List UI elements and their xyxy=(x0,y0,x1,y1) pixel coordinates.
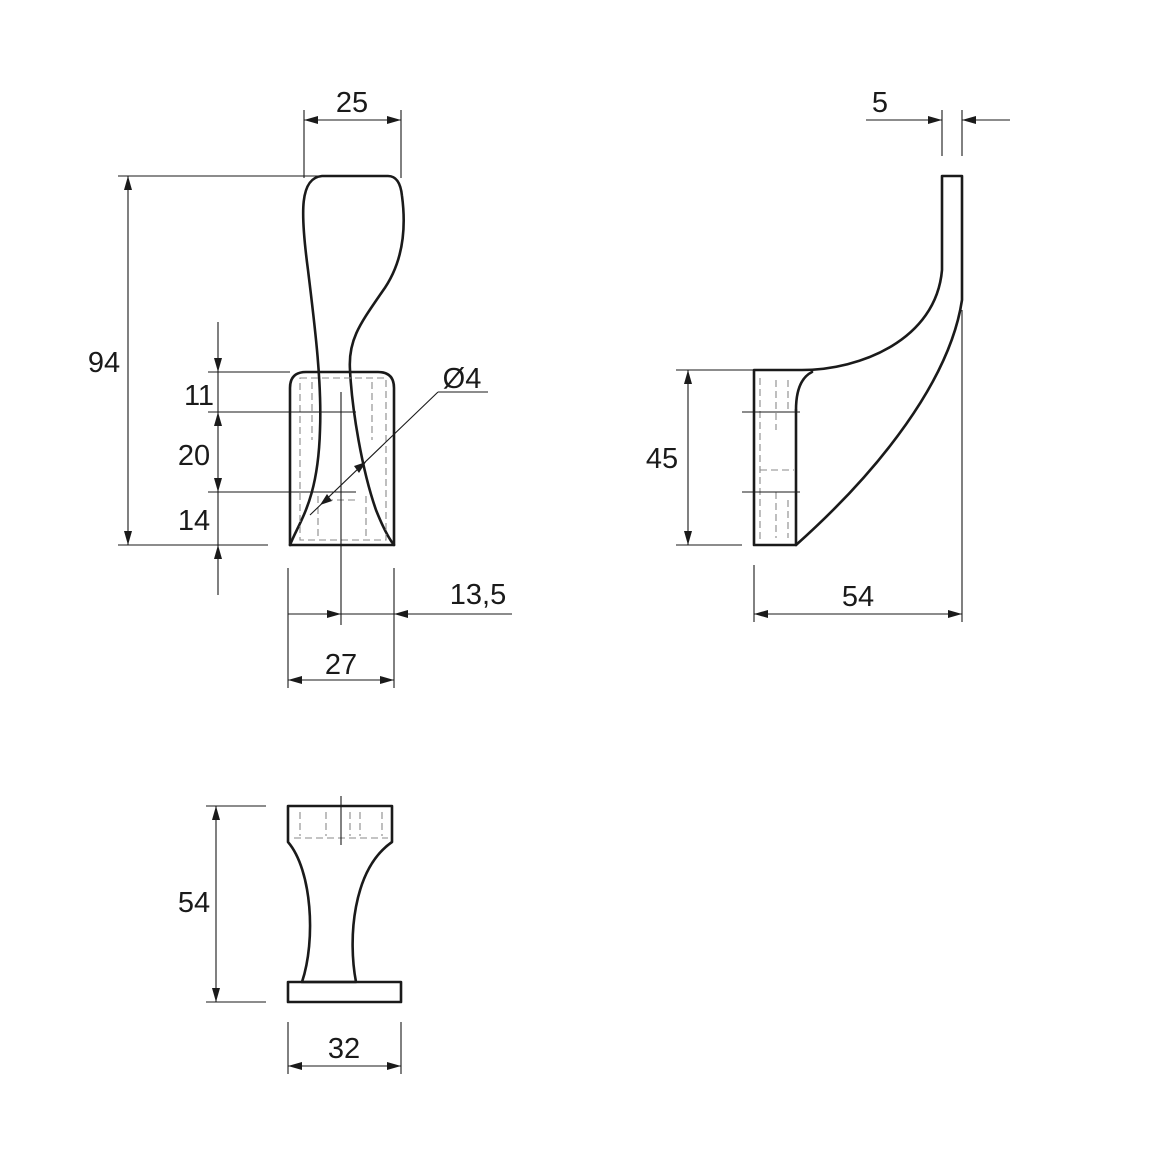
front-hook-outline xyxy=(288,370,396,547)
side-hidden-lines xyxy=(759,378,794,540)
label-front-height: 94 xyxy=(88,347,120,379)
dim-base-width: 27 xyxy=(288,649,394,684)
dim-front-height: 94 xyxy=(88,175,320,546)
label-front-hole-dim-1: 11 xyxy=(184,380,214,412)
dim-side-depth: 54 xyxy=(753,310,963,622)
label-base-width: 27 xyxy=(325,649,357,681)
dim-side-thickness: 5 xyxy=(866,87,1010,156)
front-hidden-outline xyxy=(299,377,387,541)
label-side-thickness: 5 xyxy=(872,87,888,119)
label-top-width: 32 xyxy=(328,1033,360,1065)
dim-hole-diameter: Ø4 xyxy=(309,363,488,516)
label-front-hole-dim-3: 14 xyxy=(178,505,210,537)
label-hole-offset: 13,5 xyxy=(450,579,506,611)
front-hook-arm xyxy=(288,174,405,547)
side-hook-outline xyxy=(752,174,964,547)
front-view xyxy=(288,174,405,625)
dim-front-hole-chain: 11 20 14 xyxy=(178,322,326,595)
label-hole-diameter: Ø4 xyxy=(443,363,482,395)
side-view xyxy=(742,174,964,547)
label-top-depth: 54 xyxy=(178,887,210,919)
top-base-plate xyxy=(286,980,403,1004)
dim-top-depth: 54 xyxy=(178,805,266,1003)
side-base-curve xyxy=(794,370,814,412)
top-body-outline xyxy=(286,804,394,984)
label-front-width-top: 25 xyxy=(336,87,368,119)
dim-top-width: 32 xyxy=(287,1022,402,1074)
dim-hole-offset: 13,5 xyxy=(287,568,512,688)
dim-front-width-top: 25 xyxy=(303,87,402,178)
front-hidden-slot xyxy=(311,382,373,538)
label-front-hole-dim-2: 20 xyxy=(178,440,210,472)
label-side-depth: 54 xyxy=(842,581,874,613)
top-view xyxy=(286,796,403,1004)
dim-side-base-height: 45 xyxy=(646,369,754,546)
label-side-base-height: 45 xyxy=(646,443,678,475)
